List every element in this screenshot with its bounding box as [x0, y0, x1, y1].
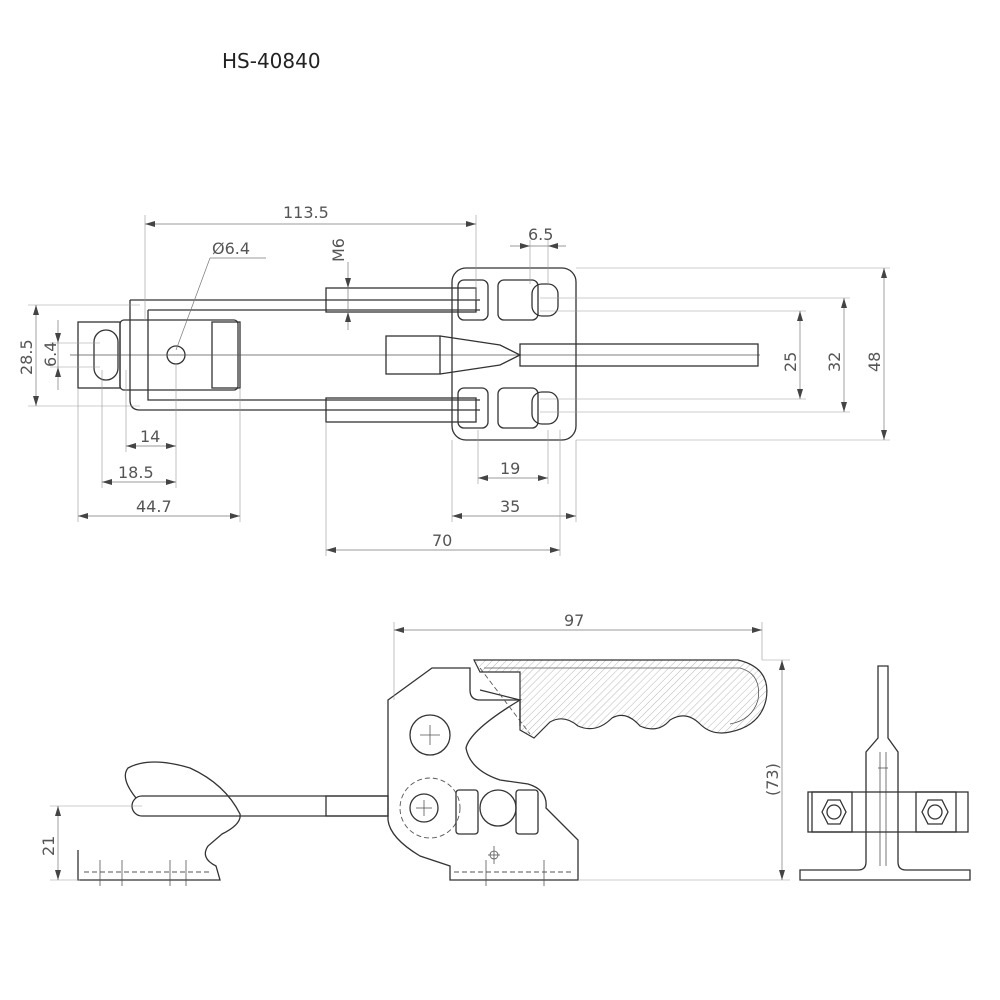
latch-slot	[93, 329, 119, 381]
drawing-title: HS-40840	[222, 49, 321, 73]
dim-48: 48	[865, 352, 884, 372]
nut-upper-cap	[531, 283, 559, 317]
dim-14: 14	[140, 427, 160, 446]
handle-rod	[519, 343, 759, 367]
pivot-circle	[409, 714, 451, 756]
end-nut-left	[811, 791, 853, 833]
dim-m6: M6	[329, 238, 348, 262]
end-bolt	[807, 791, 969, 833]
dim-25: 25	[781, 352, 800, 372]
dim-32: 32	[825, 352, 844, 372]
dims-side: 97 (73) 21	[39, 611, 790, 881]
dim-6-5: 6.5	[528, 225, 553, 244]
dims-top: 113.5 Ø6.4 M6 6.5 28.5	[17, 203, 890, 556]
nut-side-left	[455, 789, 479, 835]
handle-grip	[473, 659, 768, 739]
nut-lower-cap	[531, 391, 559, 425]
side-view: 97 (73) 21	[39, 611, 790, 886]
end-view	[799, 665, 971, 881]
dim-6-4: 6.4	[41, 342, 60, 367]
end-nut-right	[915, 791, 957, 833]
handle-arm	[479, 689, 521, 726]
dim-19: 19	[500, 459, 520, 478]
nut-lower-left	[457, 387, 489, 429]
end-hole-right	[927, 804, 943, 820]
pivot-hidden-circle	[399, 777, 461, 839]
nut-lower-mid	[497, 387, 539, 429]
u-bolt-outer	[129, 299, 480, 411]
end-bracket	[799, 665, 971, 881]
dim-21: 21	[39, 836, 58, 856]
hook-thread	[325, 795, 389, 817]
nut-side-right	[515, 789, 539, 835]
end-hex-right	[921, 799, 949, 825]
handle-grip-inner	[484, 667, 759, 725]
end-hex-left	[821, 799, 847, 825]
dim-28-5: 28.5	[17, 339, 36, 375]
handle-block	[385, 335, 441, 375]
dim-73: (73)	[763, 763, 782, 796]
dim-35: 35	[500, 497, 520, 516]
dim-dia-6-4: Ø6.4	[212, 239, 250, 258]
u-bolt-inner	[147, 309, 480, 401]
dim-97: 97	[564, 611, 584, 630]
base-plate	[451, 267, 577, 441]
nut-upper-left	[457, 279, 489, 321]
body-bracket	[387, 667, 579, 881]
nut-upper-mid	[497, 279, 539, 321]
catch-plate	[77, 761, 241, 881]
nut-round	[479, 789, 517, 827]
dim-44-7: 44.7	[136, 497, 172, 516]
thread-lower	[325, 397, 477, 423]
handle-hidden	[479, 667, 531, 735]
dim-70: 70	[432, 531, 452, 550]
top-view: 113.5 Ø6.4 M6 6.5 28.5	[17, 203, 890, 556]
dim-18-5: 18.5	[118, 463, 154, 482]
end-hole-left	[826, 804, 842, 820]
pivot-lower	[409, 793, 439, 823]
dim-113-5: 113.5	[283, 203, 329, 222]
hook-rod-lower	[131, 795, 388, 817]
